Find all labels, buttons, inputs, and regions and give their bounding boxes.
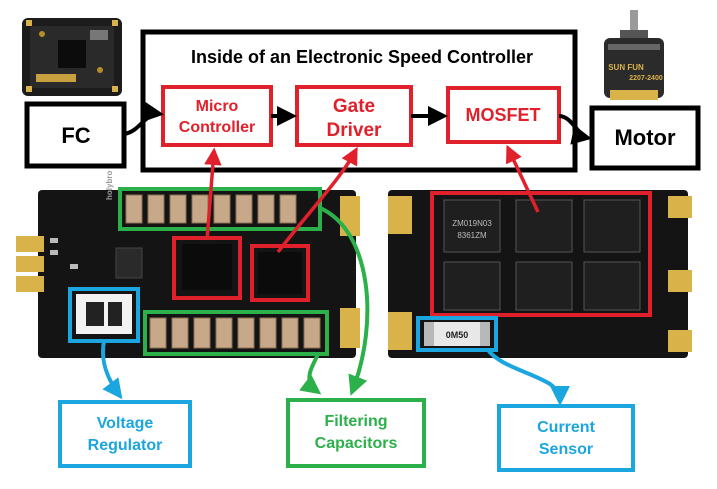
mosfet-chip-marking-2: 8361ZM <box>457 231 487 240</box>
arrow-top-caps-to-label <box>319 206 370 396</box>
filtering-label-line1: Filtering <box>324 413 387 430</box>
fc-box <box>24 101 127 169</box>
flight-controller-image <box>22 18 122 96</box>
motor-label: Motor <box>614 125 676 150</box>
esc-outline-box <box>140 29 578 173</box>
voltage-label-line1: Voltage <box>97 415 154 432</box>
shunt-marking: 0M50 <box>446 330 469 340</box>
current-label-line2: Sensor <box>539 441 593 458</box>
micro-controller-box <box>161 85 273 147</box>
fc-label: FC <box>61 123 90 148</box>
arrow-bottom-caps-to-label <box>299 353 322 395</box>
arrow-mosfet-to-chips <box>506 144 540 213</box>
micro-label-line1: Micro <box>196 98 239 115</box>
mosfet-chip-marking-1: ZM019N03 <box>452 219 492 228</box>
gate-label-line2: Driver <box>327 120 383 141</box>
arrow-regulator-to-label <box>101 340 123 400</box>
motor-box <box>589 105 701 171</box>
voltage-label-line2: Regulator <box>88 437 163 454</box>
arrow-sensor-to-label <box>486 348 570 406</box>
motor-model-text: 2207-2400 <box>629 75 663 82</box>
mosfet-label: MOSFET <box>466 105 541 125</box>
arrow-micro-to-chip <box>204 147 222 241</box>
filtering-capacitors-label-box <box>286 398 426 468</box>
arrow-mosfet-to-motor <box>558 114 592 145</box>
current-label-line1: Current <box>537 419 595 436</box>
gate-driver-box <box>295 85 413 147</box>
voltage-regulator-label-box <box>58 400 192 468</box>
motor-brand-text: SUN FUN <box>608 63 644 72</box>
bottom-capacitors-highlight <box>143 310 329 356</box>
current-sensor-highlight <box>416 316 498 352</box>
motor-image: SUN FUN 2207-2400 <box>604 10 664 100</box>
gate-label-line1: Gate <box>333 96 375 117</box>
board-brand-text: holybro <box>105 171 114 200</box>
diagram-title: Inside of an Electronic Speed Controller <box>191 47 533 67</box>
arrow-gate-to-chip <box>276 146 358 254</box>
gate-driver-highlight <box>250 244 310 302</box>
esc-board-top: holybro <box>16 171 360 358</box>
mosfet-highlight <box>430 191 652 317</box>
current-sensor-label-box <box>497 404 635 472</box>
arrow-fc-to-micro <box>123 101 164 136</box>
micro-label-line2: Controller <box>179 119 255 136</box>
filtering-label-line2: Capacitors <box>315 435 398 452</box>
